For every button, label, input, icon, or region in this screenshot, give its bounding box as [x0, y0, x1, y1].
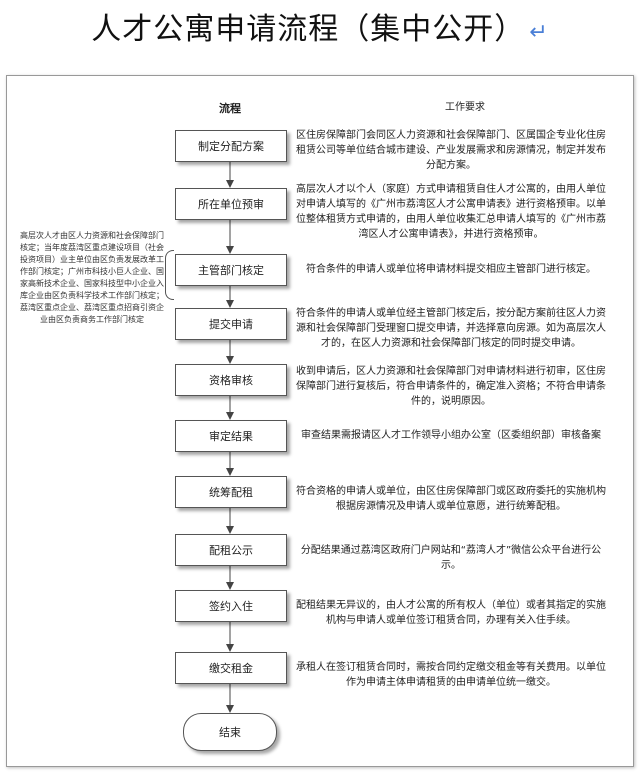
step-2-requirement: 高层次人才以个人（家庭）方式申请租赁自住人才公寓的，由用人单位对申请人填写的《广… [296, 184, 606, 240]
page-title-text: 人才公寓申请流程（集中公开） [91, 12, 526, 47]
step-9-requirement: 配租结果无异议的，由人才公寓的所有权人（单位）或者其指定的实施机构与申请人或单位… [296, 600, 606, 626]
return-mark-icon: ↵ [529, 20, 549, 45]
step-6-box: 审定结果 [175, 420, 287, 452]
page-title: 人才公寓申请流程（集中公开）↵ [0, 10, 640, 53]
step-7-box: 统筹配租 [175, 476, 287, 508]
step-8-requirement: 分配结果通过荔湾区政府门户网站和“荔湾人才”微信公众平台进行公示。 [300, 545, 602, 571]
step-3-requirement: 符合条件的申请人或单位将申请材料提交相应主管部门进行核定。 [306, 264, 596, 275]
step-7-requirement: 符合资格的申请人或单位，由区住房保障部门或区政府委托的实施机构根据房源情况及申请… [296, 486, 606, 512]
step-10-requirement: 承租人在签订租赁合同时，需按合同约定缴交租金等有关费用。以单位作为申请主体申请租… [296, 662, 606, 688]
step-3-box: 主管部门核定 [175, 254, 287, 286]
step-2-box: 所在单位预审 [175, 188, 287, 220]
step-8-box: 配租公示 [175, 534, 287, 566]
flowchart-frame [6, 75, 634, 767]
step-9-box: 签约入住 [175, 590, 287, 622]
step-1-box: 制定分配方案 [175, 130, 287, 162]
step-1-requirement: 区住房保障部门会同区人力资源和社会保障部门、区属国企专业化住房租赁公司等单位结合… [296, 130, 606, 171]
end-node: 结束 [183, 713, 277, 751]
side-note-brace [165, 250, 174, 300]
step-5-box: 资格审核 [175, 364, 287, 396]
step-4-box: 提交申请 [175, 308, 287, 340]
flow-column-header: 流程 [219, 102, 241, 115]
step-6-requirement: 审查结果需报请区人才工作领导小组办公室（区委组织部）审核备案 [301, 430, 601, 441]
step-4-requirement: 符合条件的申请人或单位经主管部门核定后，按分配方案前往区人力资源和社会保障部门受… [296, 308, 606, 349]
side-note: 高层次人才由区人力资源和社会保障部门核定；当年度荔湾区重点建设项目（社会投资项目… [20, 231, 164, 324]
requirements-column-header: 工作要求 [445, 102, 485, 113]
step-10-box: 缴交租金 [175, 652, 287, 684]
step-5-requirement: 收到申请后，区人力资源和社会保障部门对申请材料进行初审，区住房保障部门进行复核后… [296, 366, 606, 407]
